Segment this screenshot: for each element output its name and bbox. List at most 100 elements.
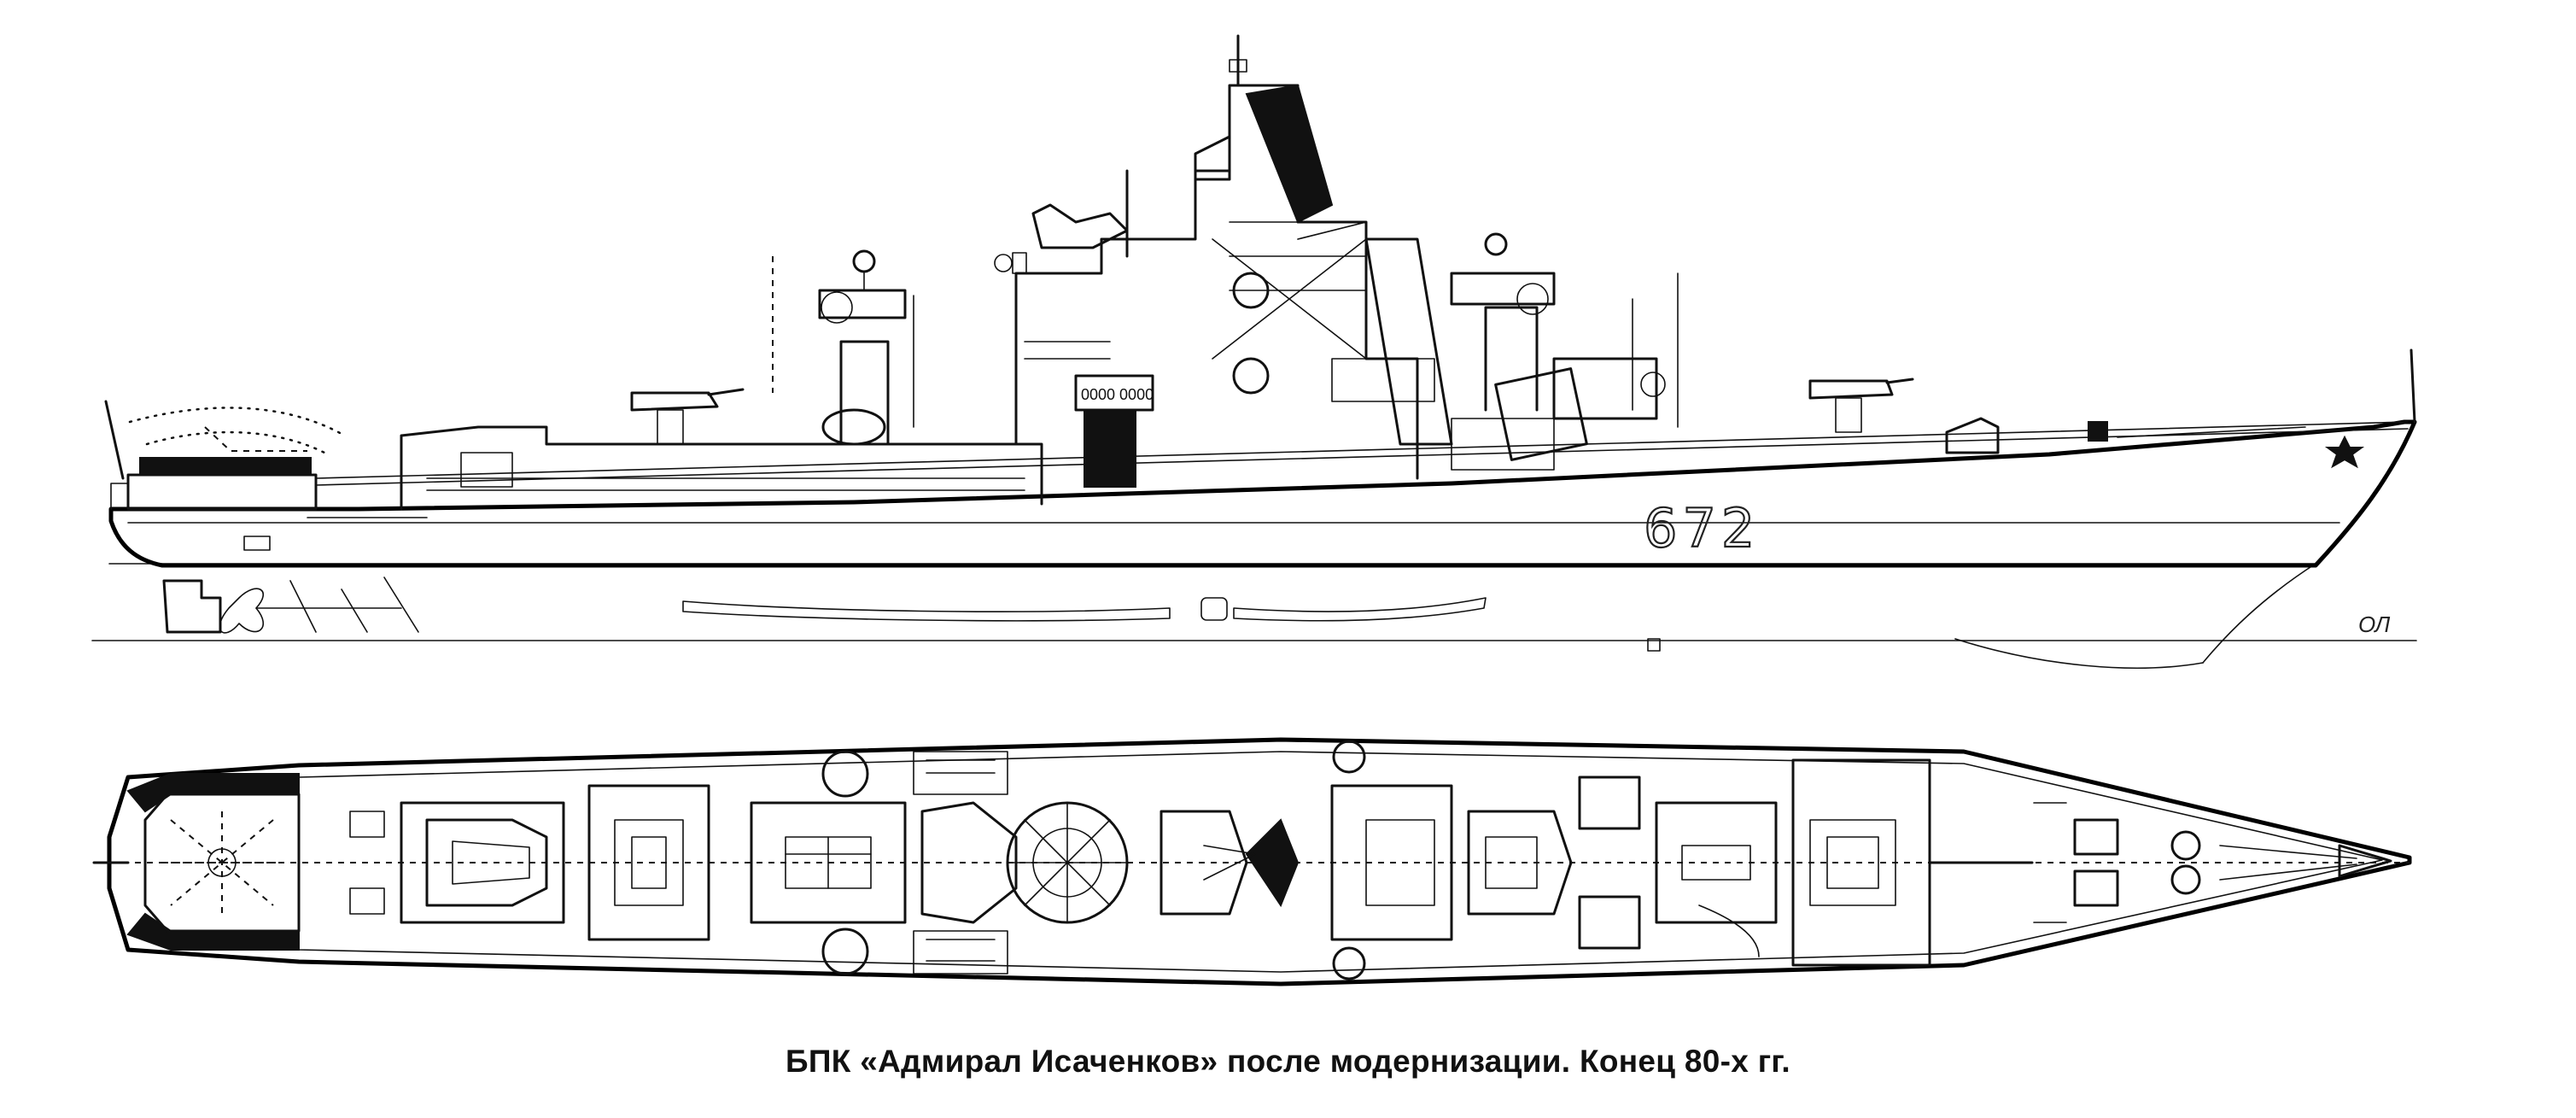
bow-tip-plan — [2338, 844, 2392, 878]
funnel-plan — [1159, 810, 1248, 916]
forward-searchlight — [1640, 372, 1666, 397]
stern-flagstaff — [104, 400, 125, 480]
bow-bollards — [2033, 802, 2067, 923]
helicopter-rotor-arc — [128, 407, 343, 436]
helicopter-deck — [143, 793, 301, 933]
fwd-radar-inner — [1485, 836, 1538, 889]
fwd-superstructure-plan — [1330, 784, 1453, 941]
bridge-window-code: 0000 0000 — [1081, 386, 1154, 403]
aft-gun-plan-top — [821, 750, 869, 798]
aft-superstructure — [400, 425, 1043, 511]
anchor-windlass-plan-2 — [2073, 869, 2119, 907]
aft-gun-plan-bottom — [821, 928, 869, 975]
mast-platform — [1194, 135, 1231, 181]
anchor-windlass — [2088, 421, 2108, 442]
hull-marker — [1647, 638, 1661, 652]
waterline-label: ОЛ — [2358, 612, 2390, 637]
aft-radar-deck-inner — [785, 836, 872, 889]
sm-launcher-cover — [1494, 367, 1588, 461]
forward-launcher-arc — [1698, 904, 1760, 957]
mast-bracing — [1212, 238, 1367, 360]
capstan-1 — [2170, 830, 2201, 861]
sonar-dome-outline — [1954, 638, 2204, 669]
helicopter-rotor-arc-2 — [145, 430, 326, 454]
plan-hull — [107, 737, 2412, 986]
underwater-line — [108, 563, 2316, 664]
hull-side — [108, 419, 2417, 568]
boat-hull-lines — [926, 759, 996, 962]
main-superstructure — [1014, 84, 1419, 480]
aft-radar-dish — [852, 249, 876, 273]
forward-gun-mount — [1835, 397, 1862, 433]
bridge-dark-block — [1084, 409, 1136, 488]
midships-deckhouse — [1451, 418, 1555, 471]
hangar-roof — [425, 818, 548, 907]
bridge-levels — [1024, 341, 1111, 360]
aft-deckhouse — [460, 452, 513, 488]
helicopter-hangar — [126, 473, 318, 511]
figure-caption: БПК «Адмирал Исаченков» после модернизац… — [785, 1044, 1791, 1079]
side-elevation-view: ОЛ 672 — [91, 34, 2417, 669]
bow-star — [2324, 435, 2365, 469]
plan-deck-edge — [144, 751, 2383, 973]
forward-radar-sphere — [1516, 283, 1549, 315]
fwd-radar-plan — [1467, 810, 1573, 916]
forward-superstructure — [1552, 357, 1658, 420]
deck-plan-view — [92, 737, 2412, 986]
forward-launcher-deck — [1655, 801, 1778, 924]
forward-fire-control-radar — [1450, 272, 1556, 306]
boat-deck — [913, 751, 1008, 975]
forward-gun-deck — [1791, 758, 1931, 967]
aft-fire-control-radar — [818, 289, 907, 319]
aft-radar-sphere — [821, 291, 853, 324]
fwd-superstructure-inner — [1365, 819, 1435, 906]
signal-lamp — [994, 254, 1013, 272]
capstan-2 — [2170, 864, 2201, 895]
forward-gun-plan — [1809, 819, 1896, 906]
aft-radar-deck — [750, 801, 907, 924]
anchor-windlass-plan-1 — [2073, 818, 2119, 856]
aft-sam-launcher — [614, 819, 684, 906]
aft-radar-tower — [839, 340, 890, 446]
aft-gun-barrel — [707, 388, 745, 396]
topmast-band — [1229, 59, 1247, 73]
stern-fitting — [243, 536, 271, 551]
fwd-director-bottom — [1332, 946, 1366, 980]
fire-control-dish-2 — [1232, 357, 1270, 395]
funnel-base — [1331, 358, 1435, 402]
stern-bitts-1 — [349, 811, 385, 838]
air-search-radar — [1245, 84, 1334, 224]
helicopter-outline — [204, 426, 307, 452]
plan-hangar — [400, 801, 565, 924]
rudder — [162, 579, 222, 634]
hull-number: 672 — [1644, 497, 1760, 559]
hangar-lift — [452, 840, 530, 885]
forward-radar-tower — [1484, 306, 1539, 412]
fwd-sam-top — [1578, 776, 1641, 830]
aft-gun-turret — [630, 391, 719, 412]
heli-deck-dark-top — [126, 773, 300, 813]
shaft-brackets — [289, 577, 419, 633]
jackstaff — [2410, 348, 2416, 424]
funnel — [1364, 237, 1453, 446]
anchor-chains — [2219, 845, 2357, 881]
bridge-plan — [920, 801, 1018, 924]
deck-railing — [315, 421, 2409, 479]
yardarm — [1297, 221, 1367, 257]
deck-railing-lower — [315, 428, 2409, 486]
mast-lattice — [1229, 221, 1367, 291]
forward-radar-dish — [1484, 232, 1508, 256]
aft-gun-mount — [657, 409, 684, 445]
forward-gun-turret — [1808, 379, 1894, 400]
bridge-wing-light — [1012, 252, 1027, 274]
forward-gun-barrel — [1885, 378, 1914, 384]
aft-superstructure-bands — [426, 477, 1025, 491]
bow-deckhouse — [1945, 417, 2000, 454]
helicopter-hangar-roof — [139, 457, 312, 476]
propeller — [219, 588, 265, 634]
stern-railing — [110, 483, 129, 510]
bilge-keel-fwd — [1233, 597, 1487, 622]
fire-control-dish-1 — [1232, 272, 1270, 309]
main-radar-array — [1031, 203, 1129, 249]
